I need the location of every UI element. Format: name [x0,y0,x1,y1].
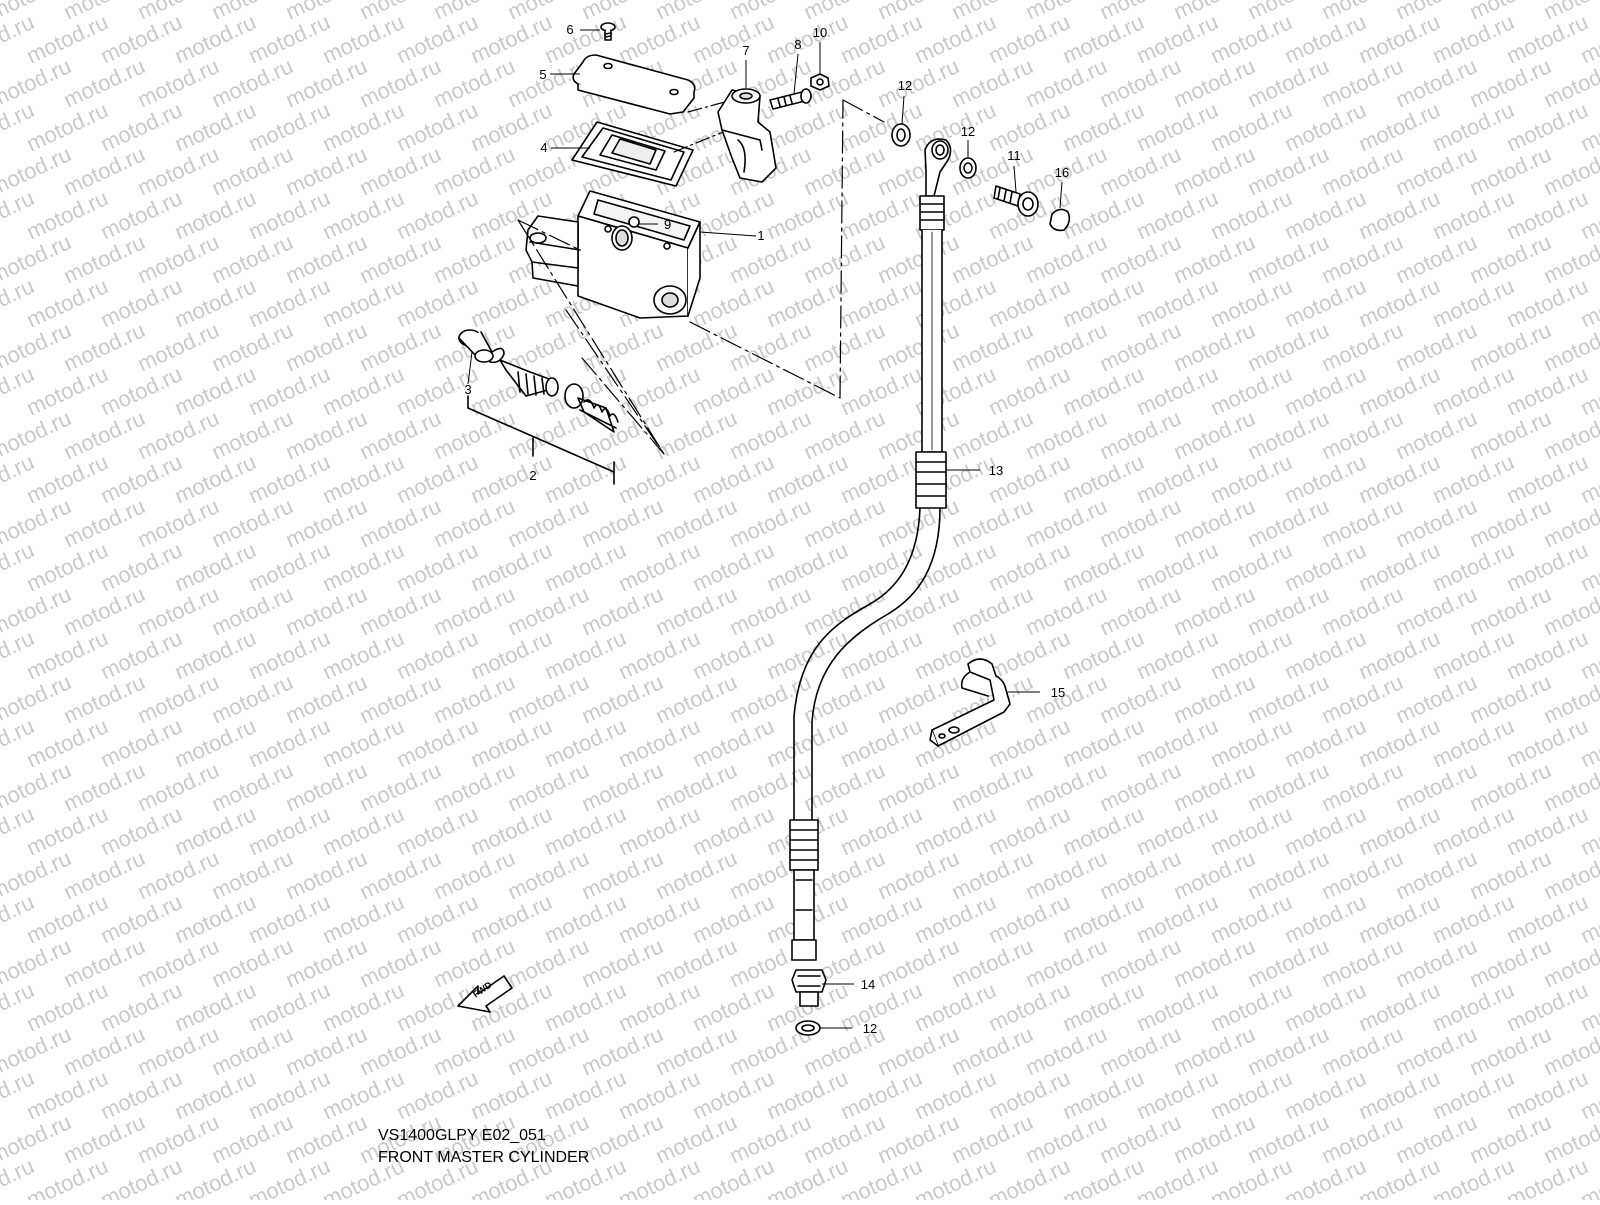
part-9 [628,216,640,228]
callout-10: 10 [813,25,827,40]
part-piston-3 [458,329,619,433]
part-reservoir-cap-5 [572,54,696,115]
part-nut-10 [810,73,830,91]
callout-9: 9 [664,217,671,232]
callout-11: 11 [1007,148,1021,163]
callout-14: 14 [861,977,875,992]
part-union-bolt-11 [993,185,1039,217]
callout-1: 1 [757,228,764,243]
callout-4: 4 [540,140,547,155]
callout-12-c: 12 [863,1021,877,1036]
callout-6: 6 [566,22,573,37]
part-master-cylinder-body-1 [525,190,701,319]
callout-15: 15 [1051,685,1065,700]
callout-13: 13 [989,463,1003,478]
callout-2: 2 [529,468,536,483]
callout-12-a: 12 [898,78,912,93]
part-diaphragm-4 [571,121,694,187]
part-connector-14 [791,969,827,1007]
callout-8: 8 [794,37,801,52]
part-clamp-15 [929,658,1011,747]
fwd-arrow-icon [457,975,513,1013]
callout-16: 16 [1055,165,1069,180]
part-bolt-8 [769,88,812,110]
callout-12-b: 12 [961,124,975,139]
part-screw-6 [600,22,616,41]
callout-7: 7 [742,43,749,58]
model-code: VS1400GLPY E02_051 [378,1127,546,1144]
bracket-2 [467,395,615,485]
callout-3: 3 [464,382,471,397]
diagram-title: FRONT MASTER CYLINDER [378,1149,590,1166]
part-washer-12b [959,157,977,179]
part-washer-12a [891,123,911,147]
part-washer-12c [795,1020,821,1036]
part-cap-16 [1049,208,1071,232]
callout-5: 5 [539,67,546,82]
part-holder-7 [717,88,777,183]
part-brake-hose-13 [789,138,952,961]
